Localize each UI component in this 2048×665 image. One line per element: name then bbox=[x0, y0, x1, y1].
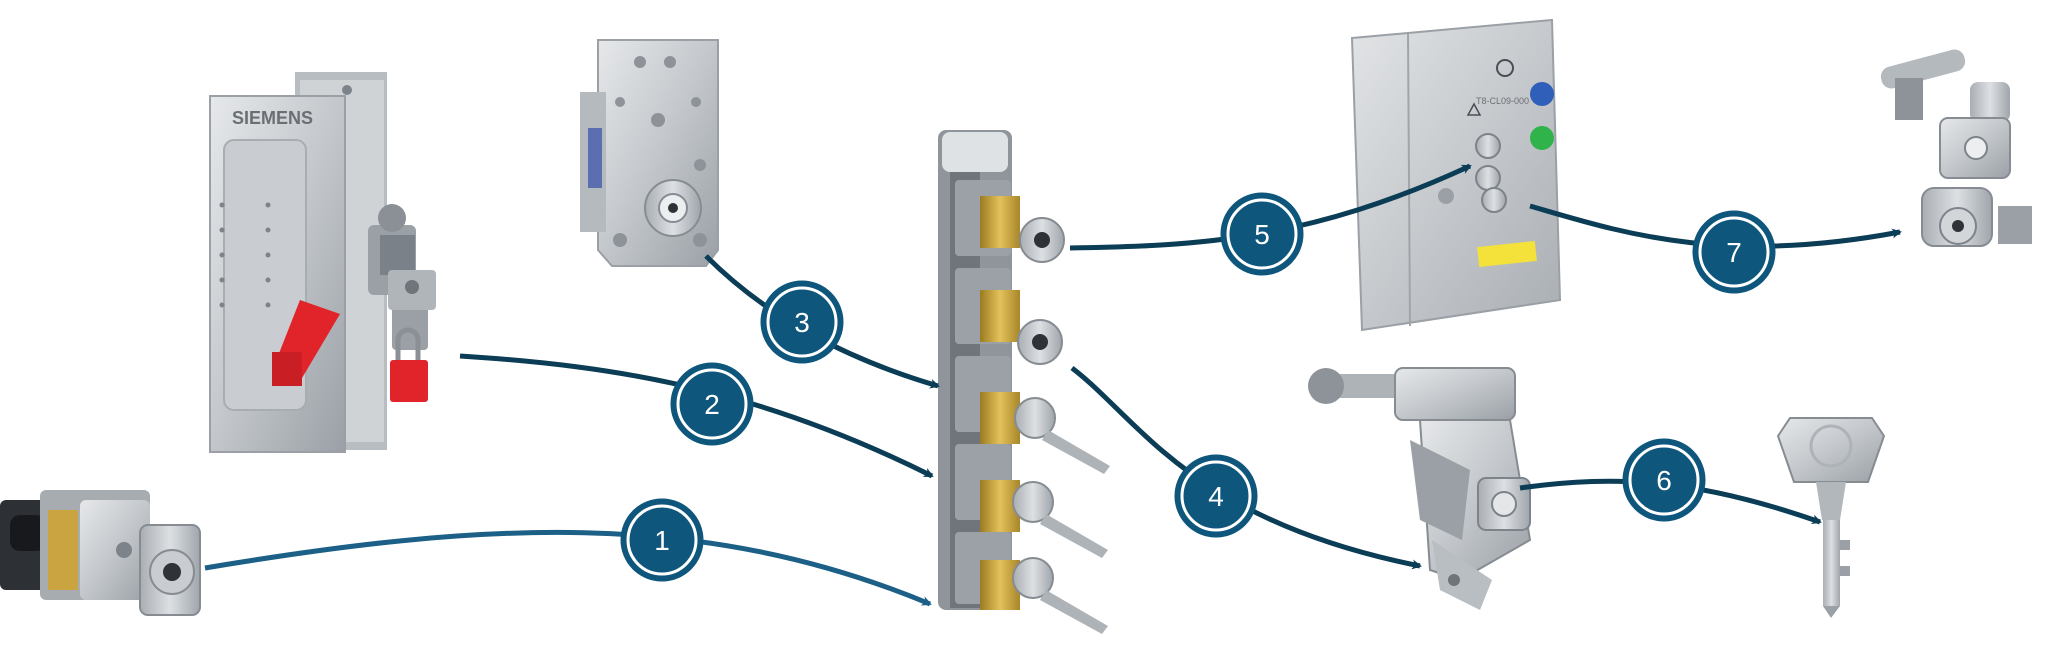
step-badges: 1 2 3 4 5 6 7 bbox=[620, 192, 1776, 582]
panel-model-label: T8-CL09-000 bbox=[1476, 96, 1529, 106]
step-badge-1: 1 bbox=[620, 498, 704, 582]
door-handle-actuator-image bbox=[1308, 367, 1532, 610]
step-badge-label: 2 bbox=[704, 389, 720, 420]
isolator-brand-label: SIEMENS bbox=[232, 108, 313, 128]
step-badge-label: 4 bbox=[1208, 481, 1224, 512]
rotary-key-interlock-image bbox=[0, 490, 201, 616]
arrow-1 bbox=[204, 529, 932, 607]
step-badge-label: 3 bbox=[794, 307, 810, 338]
key-exchange-unit-image bbox=[938, 130, 1110, 634]
step-badge-4: 4 bbox=[1174, 454, 1258, 538]
hinge-lock-image bbox=[1880, 49, 2032, 247]
step-badge-label: 5 bbox=[1254, 219, 1270, 250]
door-lock-image bbox=[580, 39, 719, 267]
step-badge-label: 1 bbox=[654, 525, 670, 556]
step-badge-label: 7 bbox=[1726, 237, 1742, 268]
arrow-7 bbox=[1529, 203, 1902, 249]
isolator-switch-image: SIEMENS bbox=[209, 72, 436, 453]
step-badge-6: 6 bbox=[1622, 438, 1706, 522]
trapped-key-image bbox=[1776, 417, 1886, 618]
step-badge-3: 3 bbox=[760, 280, 844, 364]
step-badge-7: 7 bbox=[1692, 210, 1776, 294]
step-badge-2: 2 bbox=[670, 362, 754, 446]
step-badge-label: 6 bbox=[1656, 465, 1672, 496]
step-badge-5: 5 bbox=[1220, 192, 1304, 276]
